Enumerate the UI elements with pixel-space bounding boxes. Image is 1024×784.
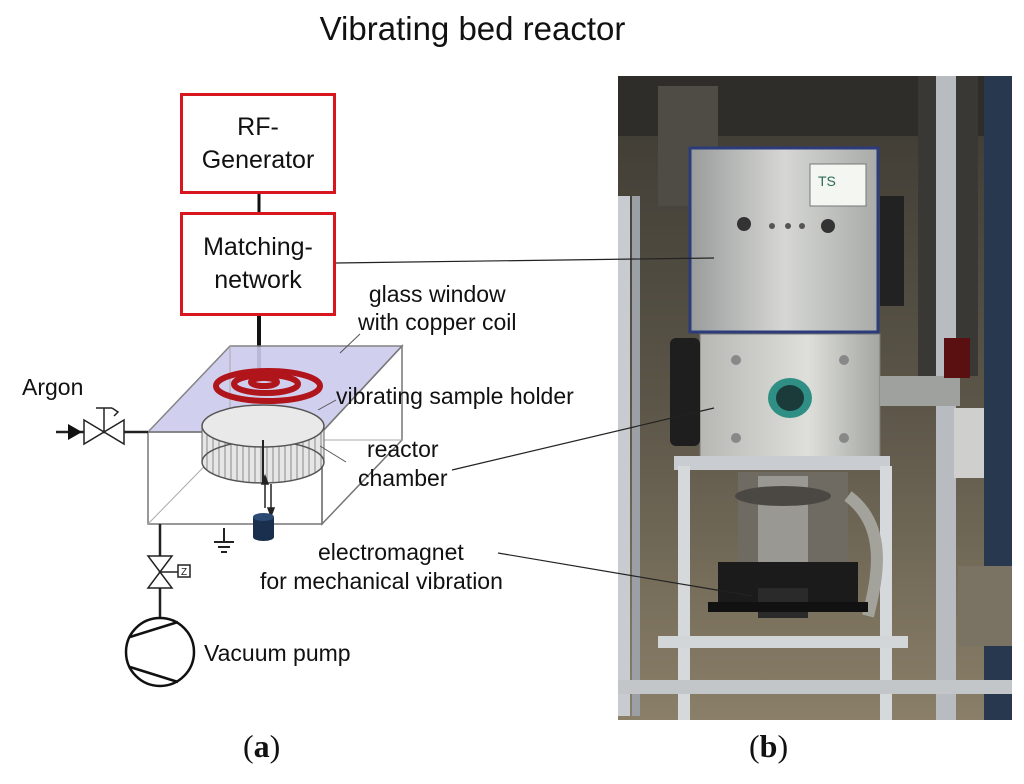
svg-text:Z: Z [181,567,187,578]
reactor-chamber-line-1: reactor [366,436,439,462]
panel-b-open: ( [749,728,760,764]
panel-a-close: ) [269,728,281,764]
matching-network-line-1: Matching- [203,233,313,261]
rf-generator-box: RF- Generator [180,93,336,194]
electromagnet-label: electromagnet for mechanical vibration [260,538,503,596]
glass-window-label: glass window with copper coil [358,280,517,336]
panel-b-letter: b [759,728,778,764]
matching-network-box: Matching- network [180,212,336,316]
argon-label: Argon [22,374,84,400]
electromagnet-line-1: electromagnet [318,539,464,565]
panel-a-open: ( [243,728,254,764]
matching-network-line-2: network [214,266,302,294]
panel-a-letter: a [253,728,270,764]
ground-icon [214,528,234,553]
panel-label-b: (b) [749,728,788,765]
rf-generator-line-1: RF- [237,112,279,141]
vibrating-sample-holder [201,404,325,484]
rf-generator-line-2: Generator [201,145,315,174]
glass-window-line-1: glass window [368,281,506,307]
reactor-chamber-label: reactor chamber [358,435,447,493]
reactor-chamber-line-2: chamber [358,465,448,491]
vibrating-holder-label: vibrating sample holder [336,383,574,409]
holder-leader [317,399,337,411]
reactor-photo: TS [618,76,1012,720]
reactor-schematic: Z [56,193,404,688]
vacuum-valve-icon: Z [146,555,191,589]
reactor-photo-illustration: TS [618,76,1012,720]
figure-title: Vibrating bed reactor [319,10,626,47]
panel-label-a: (a) [243,728,280,765]
argon-valve-icon [83,407,125,446]
panel-b-close: ) [777,728,789,764]
glass-window-line-2: with copper coil [358,309,517,335]
chamber-leader [319,445,347,463]
vacuum-pump-label: Vacuum pump [204,640,351,666]
sticker-logo: TS [818,173,836,189]
vibration-arrows-icon [260,473,276,519]
copper-coil-icon [213,368,323,404]
glass-window-leader [339,333,361,354]
electromagnet-line-2: for mechanical vibration [260,568,503,594]
electromagnet-icon [253,513,274,541]
vacuum-pump-icon [124,616,196,688]
